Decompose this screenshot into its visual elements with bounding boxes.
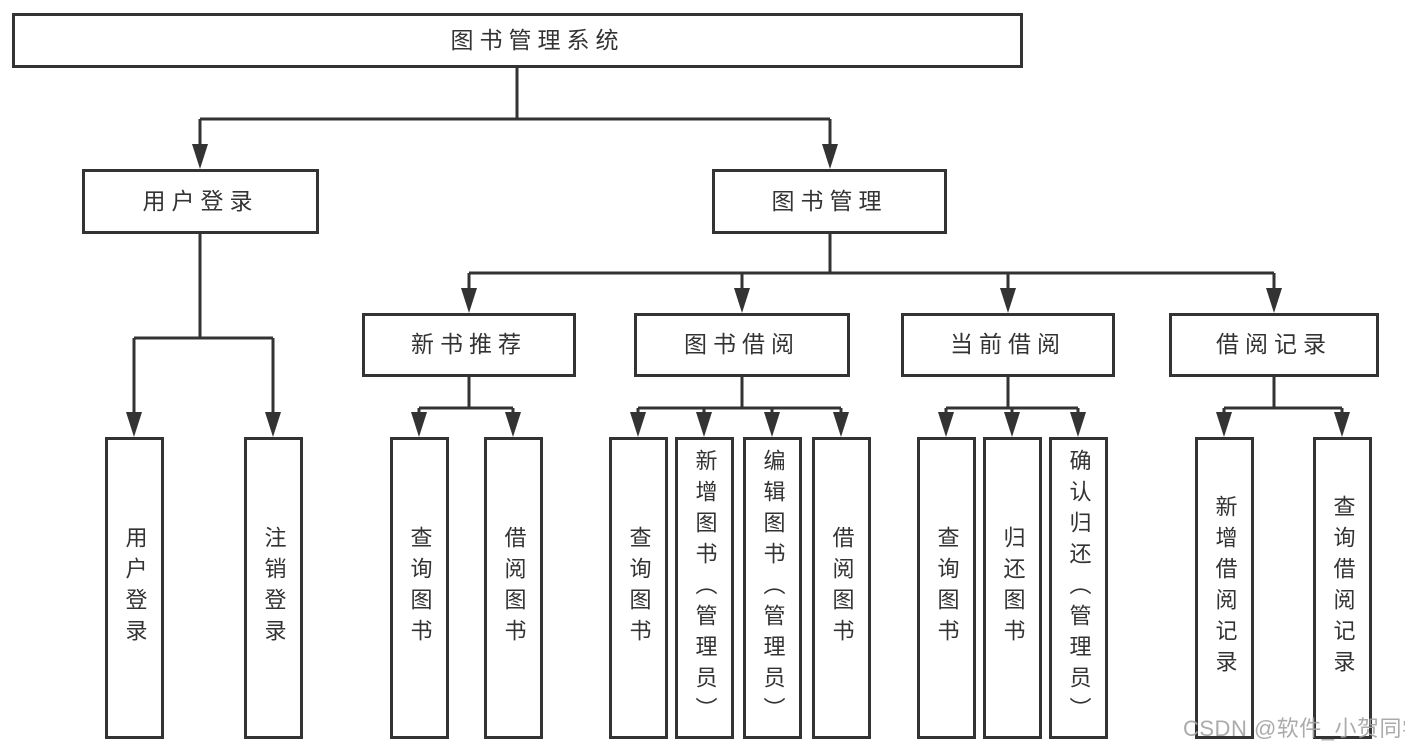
leaf-return-book-label: 归还图书 <box>1000 526 1026 650</box>
connector-book-borrow-to-leaves <box>630 377 849 437</box>
leaf-logout-label: 注销登录 <box>261 526 287 650</box>
node-current-borrow: 当前借阅 <box>901 313 1115 377</box>
connector-current-borrow-to-leaves <box>938 377 1086 437</box>
leaf-query-book-3: 查询图书 <box>917 437 976 739</box>
leaf-confirm-return-admin-label: 确认归还（管理员） <box>1066 448 1092 728</box>
leaf-add-borrow-record-label: 新增借阅记录 <box>1212 495 1238 681</box>
leaf-query-book-2-label: 查询图书 <box>626 526 652 650</box>
node-book-management-label: 图书管理 <box>771 187 888 214</box>
node-book-borrow: 图书借阅 <box>634 313 850 377</box>
node-book-borrow-label: 图书借阅 <box>684 331 800 358</box>
leaf-borrow-book-1: 借阅图书 <box>484 437 543 739</box>
node-book-management: 图书管理 <box>712 169 947 234</box>
connector-user-login-to-leaves <box>126 234 281 437</box>
node-new-book-recommend: 新书推荐 <box>362 313 576 377</box>
leaf-add-book-admin-label: 新增图书（管理员） <box>692 448 718 728</box>
node-borrow-record-label: 借阅记录 <box>1216 331 1332 358</box>
leaf-query-book-1-label: 查询图书 <box>407 526 433 650</box>
leaf-add-borrow-record: 新增借阅记录 <box>1195 437 1254 739</box>
leaf-query-book-3-label: 查询图书 <box>934 526 960 650</box>
connector-book-mgmt-to-level3 <box>461 234 1282 313</box>
leaf-user-login: 用户登录 <box>105 437 164 739</box>
leaf-return-book: 归还图书 <box>983 437 1042 739</box>
node-borrow-record: 借阅记录 <box>1169 313 1379 377</box>
connector-borrow-record-to-leaves <box>1216 377 1350 437</box>
leaf-query-book-2: 查询图书 <box>609 437 668 739</box>
leaf-edit-book-admin: 编辑图书（管理员） <box>743 437 802 739</box>
leaf-logout: 注销登录 <box>244 437 303 739</box>
node-root-label: 图书管理系统 <box>450 26 625 53</box>
leaf-query-book-1: 查询图书 <box>390 437 449 739</box>
leaf-user-login-label: 用户登录 <box>122 526 148 650</box>
leaf-add-book-admin: 新增图书（管理员） <box>675 437 734 739</box>
watermark: CSDN @软件_小贺同学 <box>1183 716 1405 741</box>
node-new-book-recommend-label: 新书推荐 <box>411 331 527 358</box>
node-root: 图书管理系统 <box>12 13 1023 68</box>
leaf-borrow-book-2-label: 借阅图书 <box>829 526 855 650</box>
leaf-query-borrow-record-label: 查询借阅记录 <box>1330 495 1356 681</box>
leaf-borrow-book-1-label: 借阅图书 <box>501 526 527 650</box>
node-user-login-label: 用户登录 <box>142 187 259 214</box>
connector-root-to-level2 <box>192 68 838 169</box>
connector-new-book-to-leaves <box>411 377 521 437</box>
leaf-confirm-return-admin: 确认归还（管理员） <box>1049 437 1108 739</box>
node-current-borrow-label: 当前借阅 <box>950 331 1066 358</box>
leaf-query-borrow-record: 查询借阅记录 <box>1313 437 1372 739</box>
node-user-login: 用户登录 <box>82 169 319 234</box>
leaf-edit-book-admin-label: 编辑图书（管理员） <box>760 448 786 728</box>
leaf-borrow-book-2: 借阅图书 <box>812 437 871 739</box>
